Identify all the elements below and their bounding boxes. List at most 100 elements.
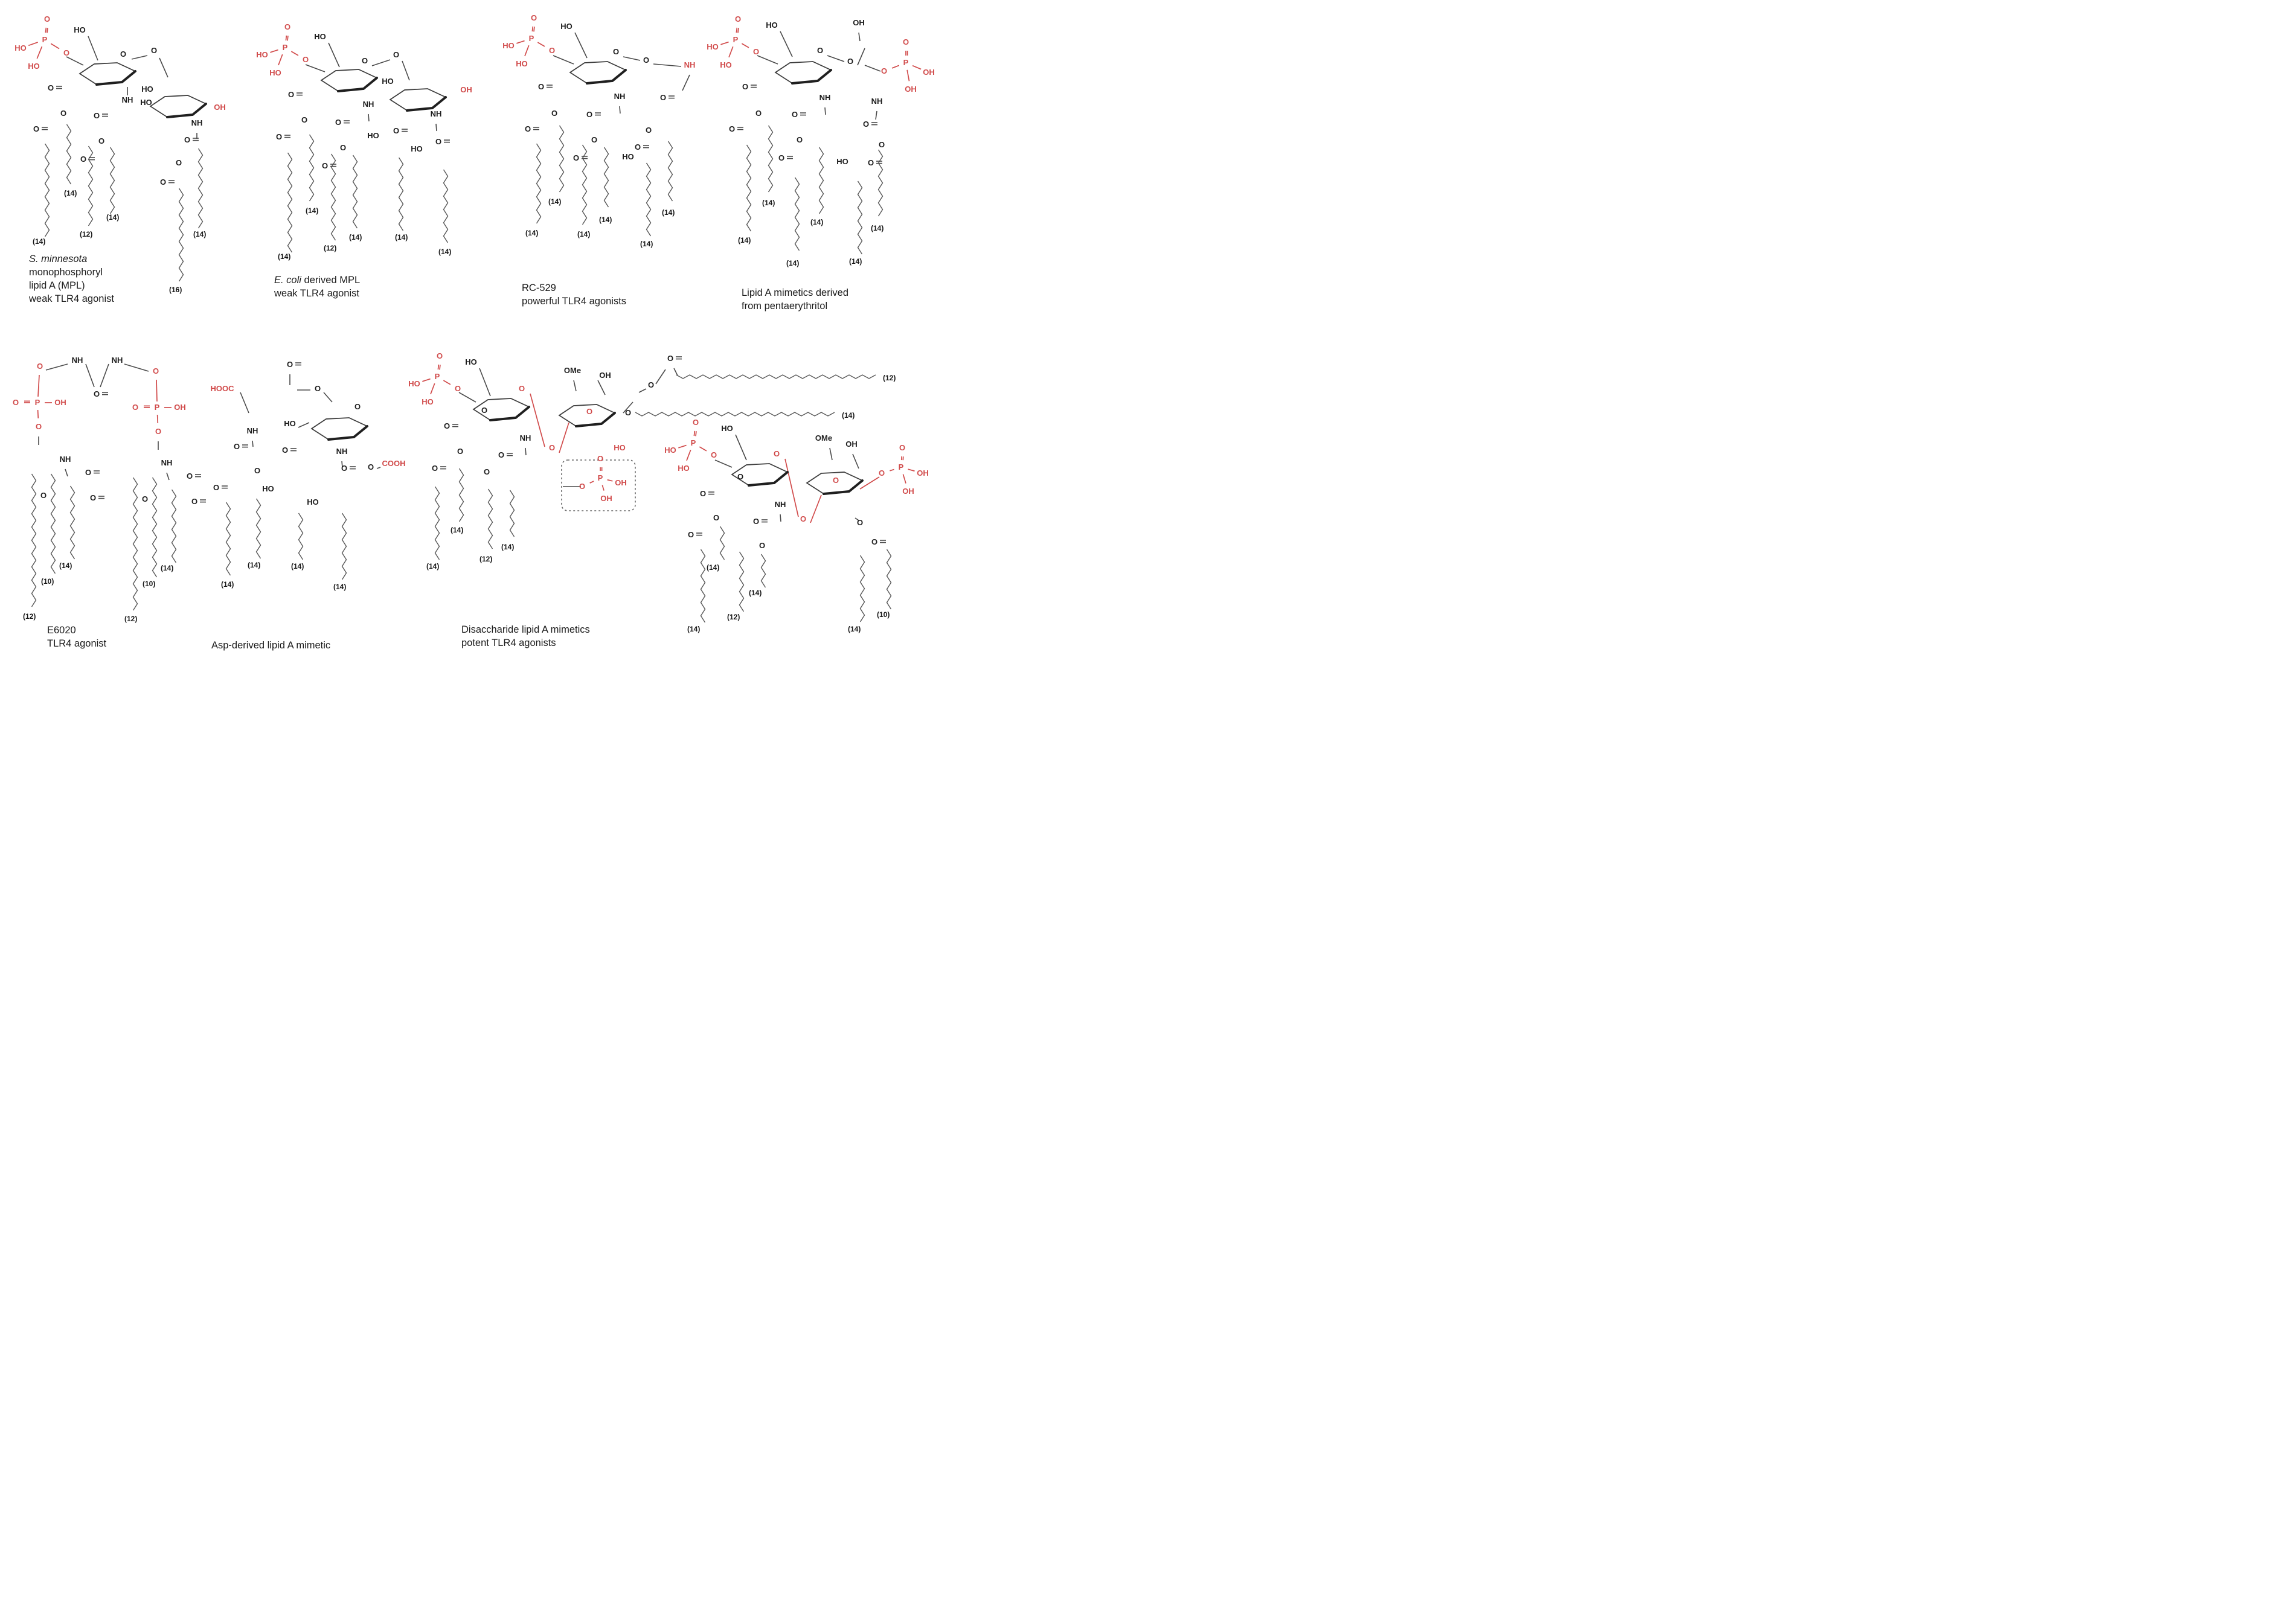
atom-label: O: [857, 518, 863, 527]
atom-label: HO: [721, 424, 733, 433]
atom-label: O: [484, 467, 490, 476]
atom-label: O: [44, 14, 50, 24]
chain-length-label: (14): [349, 233, 362, 241]
sugar-ring-front-edge: [95, 70, 136, 86]
atom-label: NH: [684, 60, 696, 69]
atom-label: O: [393, 126, 399, 135]
atom-label: O: [354, 402, 361, 411]
bond: [328, 42, 340, 68]
atom-label: O: [863, 120, 869, 129]
acyl-chain: [739, 551, 745, 612]
chain-length-label: (14): [848, 625, 861, 633]
atom-label: O: [85, 468, 91, 477]
chain-length-label: (14): [306, 206, 318, 215]
acyl-chain: [171, 489, 177, 563]
atom-label: O: [586, 407, 592, 416]
chain-length-label: (14): [59, 561, 72, 570]
atom-label: O: [335, 118, 341, 127]
atom-label: O: [276, 132, 282, 141]
chain-length-label: (14): [193, 230, 206, 238]
bond: [65, 468, 68, 477]
atom-label: O: [879, 468, 885, 478]
sugar-ring-front-edge: [791, 69, 832, 85]
phosphorus-label: P: [42, 35, 48, 44]
atom-label: NH: [431, 109, 442, 118]
atom-label: HOOC: [211, 384, 235, 393]
acyl-chain: [886, 549, 892, 610]
atom-label: O: [120, 50, 126, 59]
atom-label: O: [60, 109, 66, 118]
sugar-ring-front-edge: [166, 103, 207, 118]
bond: [435, 123, 437, 132]
phosphorus-label: P: [35, 398, 40, 407]
phosphate-bond: [530, 393, 545, 447]
atom-label: HO: [664, 446, 676, 455]
atom-label: O: [833, 476, 839, 485]
atom-label: O: [625, 408, 631, 417]
chain-length-label: (12): [727, 613, 740, 621]
acyl-chain: [768, 125, 774, 193]
atom-label: NH: [122, 95, 133, 104]
atom-label: O: [549, 443, 555, 452]
atom-label: HO: [141, 85, 153, 94]
atom-label: HO: [707, 42, 719, 51]
atom-label: O: [579, 482, 585, 491]
bond: [653, 63, 682, 67]
atom-label: O: [153, 366, 159, 376]
phosphorus-label: P: [435, 372, 440, 381]
atom-label: O: [700, 489, 706, 498]
acyl-chain: [287, 152, 293, 253]
chain-length-label: (14): [786, 259, 799, 267]
chain-length-label: (12): [124, 615, 137, 623]
atom-label: O: [288, 90, 294, 99]
bond: [780, 514, 781, 522]
bond: [655, 369, 666, 385]
acyl-chain: [178, 188, 184, 282]
bond: [553, 55, 574, 65]
atom-label: HO: [678, 464, 690, 473]
bond: [573, 380, 577, 392]
chain-length-label: (14): [738, 236, 751, 245]
atom-label: HO: [256, 50, 268, 59]
phosphate-bond: [156, 379, 158, 402]
bond: [855, 517, 859, 521]
bond: [124, 363, 149, 372]
atom-label: O: [191, 497, 197, 506]
atom-label: O: [437, 351, 443, 360]
atom-label: O: [37, 362, 43, 371]
sugar-ring-front-edge: [327, 425, 368, 441]
atom-label: O: [98, 136, 104, 145]
atom-label: OH: [905, 85, 917, 94]
atom-label: O: [36, 422, 42, 431]
atom-label: HO: [314, 32, 326, 41]
atom-label: O: [660, 93, 666, 102]
atom-label: O: [531, 13, 537, 22]
phosphate-bond: [37, 374, 40, 397]
atom-label: O: [94, 389, 100, 398]
atom-label: HO: [411, 144, 423, 153]
atom-label: O: [792, 110, 798, 119]
bond: [857, 48, 865, 66]
atom-label: O: [549, 46, 555, 55]
bond: [305, 64, 326, 72]
atom-label: O: [871, 537, 877, 546]
atom-label: O: [362, 56, 368, 65]
chain-length-label: (14): [291, 562, 304, 571]
sugar-ring: [149, 95, 207, 118]
atom-label: O: [341, 464, 347, 473]
atom-label: HO: [74, 25, 86, 34]
chain-length-label: (14): [395, 233, 408, 241]
atom-label: O: [94, 111, 100, 120]
structure-caption-line: E. coli derived MPL: [274, 275, 361, 286]
acyl-chain: [877, 149, 884, 217]
chain-length-label: (14): [451, 526, 463, 534]
atom-label: O: [432, 464, 438, 473]
chain-length-label: (10): [877, 610, 890, 619]
acyl-chain: [536, 143, 542, 224]
bond: [829, 447, 833, 461]
